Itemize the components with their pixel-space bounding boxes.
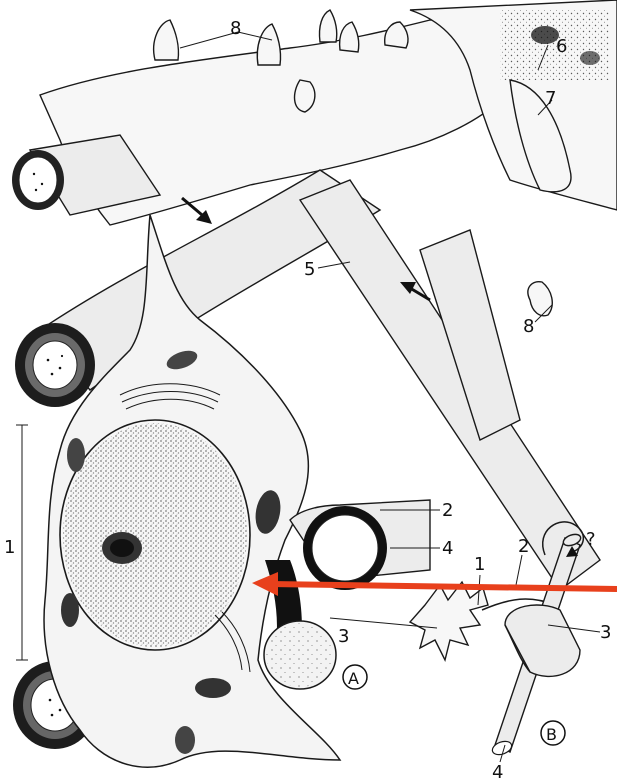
axon-cross-section-top-left: [12, 150, 64, 210]
inset-label-4: 4: [492, 762, 503, 779]
label-3: 3: [338, 626, 349, 647]
label-6: 6: [556, 36, 567, 57]
label-5: 5: [304, 259, 315, 280]
label-8-right: 8: [523, 316, 534, 337]
nucleus: [60, 420, 250, 650]
panel-a-label: A: [348, 669, 359, 688]
label-8-top: 8: [230, 18, 241, 39]
inset-label-2: 2: [518, 536, 529, 557]
label-4: 4: [442, 538, 453, 559]
panel-b-badge: B: [541, 721, 565, 745]
axon-cross-section-mid-left: [15, 323, 95, 407]
inset-label-1: 1: [474, 554, 485, 575]
rotation-question-label: ?: [586, 529, 596, 550]
label-2: 2: [442, 500, 453, 521]
inset-label-3: 3: [600, 622, 611, 643]
label-1-bracket: 1: [4, 537, 15, 558]
panel-b-label: B: [546, 725, 557, 744]
label-7: 7: [545, 88, 556, 109]
panel-a-badge: A: [343, 665, 367, 689]
